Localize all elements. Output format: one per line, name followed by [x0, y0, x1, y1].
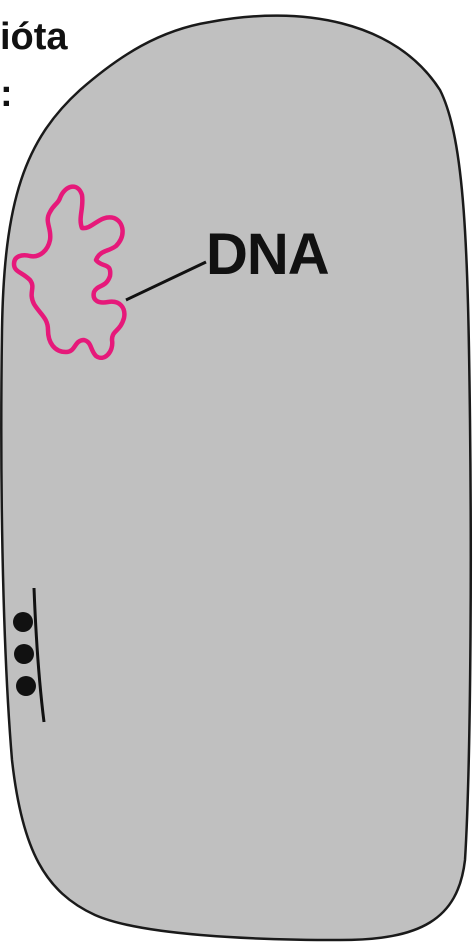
ribosome-dot — [16, 676, 36, 696]
cell-body — [1, 16, 470, 940]
ribosome-dot — [14, 644, 34, 664]
ribosome-dot — [13, 612, 33, 632]
header-title-fragment: ióta — [0, 18, 68, 56]
dna-label: DNA — [206, 226, 329, 284]
header-subtitle-fragment: : — [0, 75, 13, 113]
